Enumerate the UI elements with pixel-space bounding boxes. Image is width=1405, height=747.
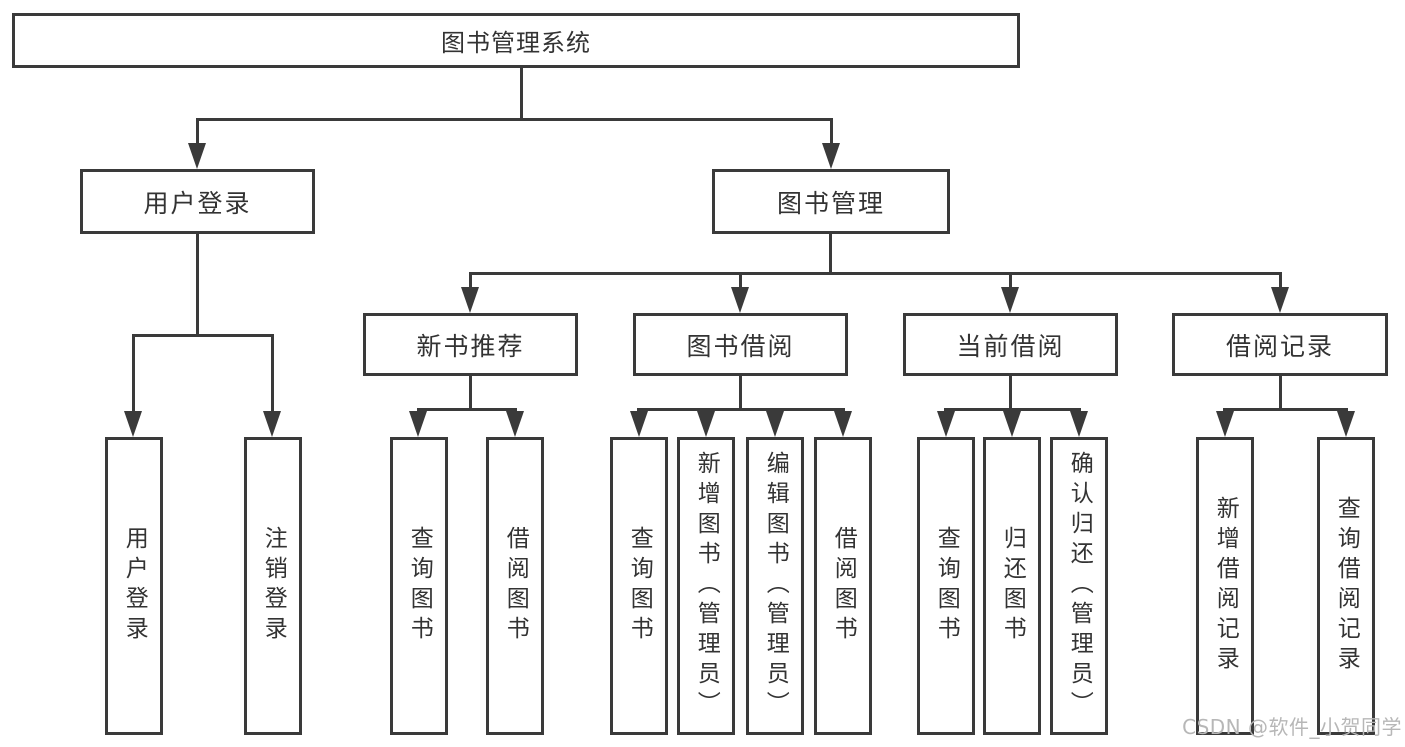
arrow-down-icon xyxy=(630,411,648,437)
leaf-label: 确认归还（管理员） xyxy=(1066,451,1093,721)
connector-line xyxy=(196,118,199,148)
arrow-down-icon xyxy=(1003,411,1021,437)
arrow-down-icon xyxy=(188,143,206,169)
leaf-label: 新增图书（管理员） xyxy=(693,451,720,721)
node-label: 新书推荐 xyxy=(416,331,525,361)
arrow-down-icon xyxy=(1337,411,1355,437)
connector-line xyxy=(520,68,523,118)
leaf-add-books-admin: 新增图书（管理员） xyxy=(677,437,735,735)
connector-line xyxy=(1223,408,1348,411)
arrow-down-icon xyxy=(697,411,715,437)
connector-line xyxy=(271,334,274,416)
node-label: 借阅记录 xyxy=(1225,331,1334,361)
connector-line xyxy=(739,376,742,408)
connector-line xyxy=(196,234,199,335)
node-current-borrowing: 当前借阅 xyxy=(903,313,1118,376)
node-user-login-branch: 用户登录 xyxy=(80,169,315,234)
arrow-down-icon xyxy=(766,411,784,437)
connector-line xyxy=(417,408,517,411)
connector-line xyxy=(469,272,472,292)
leaf-query-books-3: 查询图书 xyxy=(917,437,975,735)
connector-line xyxy=(830,118,833,148)
connector-line xyxy=(196,118,833,121)
leaf-label: 查询借阅记录 xyxy=(1333,496,1360,676)
arrow-down-icon xyxy=(263,411,281,437)
connector-line xyxy=(469,376,472,408)
leaf-add-borrow-record: 新增借阅记录 xyxy=(1196,437,1254,735)
arrow-down-icon xyxy=(731,287,749,313)
connector-line xyxy=(1279,376,1282,408)
node-library-management-system: 图书管理系统 xyxy=(12,13,1020,68)
node-label: 当前借阅 xyxy=(956,331,1065,361)
csdn-watermark: CSDN @软件_小贺同学 xyxy=(1182,715,1402,739)
leaf-return-books: 归还图书 xyxy=(983,437,1041,735)
connector-line xyxy=(944,408,1081,411)
node-label: 用户登录 xyxy=(143,188,252,218)
leaf-label: 用户登录 xyxy=(121,526,148,646)
arrow-down-icon xyxy=(124,411,142,437)
leaf-query-books-1: 查询图书 xyxy=(390,437,448,735)
arrow-down-icon xyxy=(822,143,840,169)
node-label: 图书管理系统 xyxy=(441,29,591,57)
arrow-down-icon xyxy=(409,411,427,437)
arrow-down-icon xyxy=(1271,287,1289,313)
connector-line xyxy=(469,272,1282,275)
node-borrowing-records: 借阅记录 xyxy=(1172,313,1388,376)
arrow-down-icon xyxy=(834,411,852,437)
connector-line xyxy=(1009,376,1012,408)
arrow-down-icon xyxy=(506,411,524,437)
arrow-down-icon xyxy=(461,287,479,313)
leaf-borrow-books-1: 借阅图书 xyxy=(486,437,544,735)
leaf-label: 查询图书 xyxy=(406,526,433,646)
leaf-label: 借阅图书 xyxy=(830,526,857,646)
connector-line xyxy=(132,334,135,416)
arrow-down-icon xyxy=(1070,411,1088,437)
connector-line xyxy=(1009,272,1012,292)
node-label: 图书管理 xyxy=(776,188,885,218)
connector-line xyxy=(829,234,832,272)
leaf-label: 查询图书 xyxy=(626,526,653,646)
arrow-down-icon xyxy=(937,411,955,437)
leaf-query-borrow-record: 查询借阅记录 xyxy=(1317,437,1375,735)
node-book-management-branch: 图书管理 xyxy=(712,169,950,234)
leaf-label: 借阅图书 xyxy=(502,526,529,646)
leaf-confirm-return-admin: 确认归还（管理员） xyxy=(1050,437,1108,735)
node-book-borrowing: 图书借阅 xyxy=(633,313,848,376)
leaf-label: 编辑图书（管理员） xyxy=(762,451,789,721)
arrow-down-icon xyxy=(1001,287,1019,313)
leaf-logout: 注销登录 xyxy=(244,437,302,735)
leaf-label: 注销登录 xyxy=(260,526,287,646)
connector-line xyxy=(1279,272,1282,292)
node-label: 图书借阅 xyxy=(686,331,795,361)
leaf-query-books-2: 查询图书 xyxy=(610,437,668,735)
connector-line xyxy=(739,272,742,292)
leaf-label: 新增借阅记录 xyxy=(1212,496,1239,676)
connector-line xyxy=(132,334,274,337)
connector-line xyxy=(637,408,845,411)
node-new-book-recommendation: 新书推荐 xyxy=(363,313,578,376)
leaf-edit-books-admin: 编辑图书（管理员） xyxy=(746,437,804,735)
leaf-label: 查询图书 xyxy=(933,526,960,646)
leaf-user-login: 用户登录 xyxy=(105,437,163,735)
arrow-down-icon xyxy=(1216,411,1234,437)
leaf-label: 归还图书 xyxy=(999,526,1026,646)
leaf-borrow-books-2: 借阅图书 xyxy=(814,437,872,735)
